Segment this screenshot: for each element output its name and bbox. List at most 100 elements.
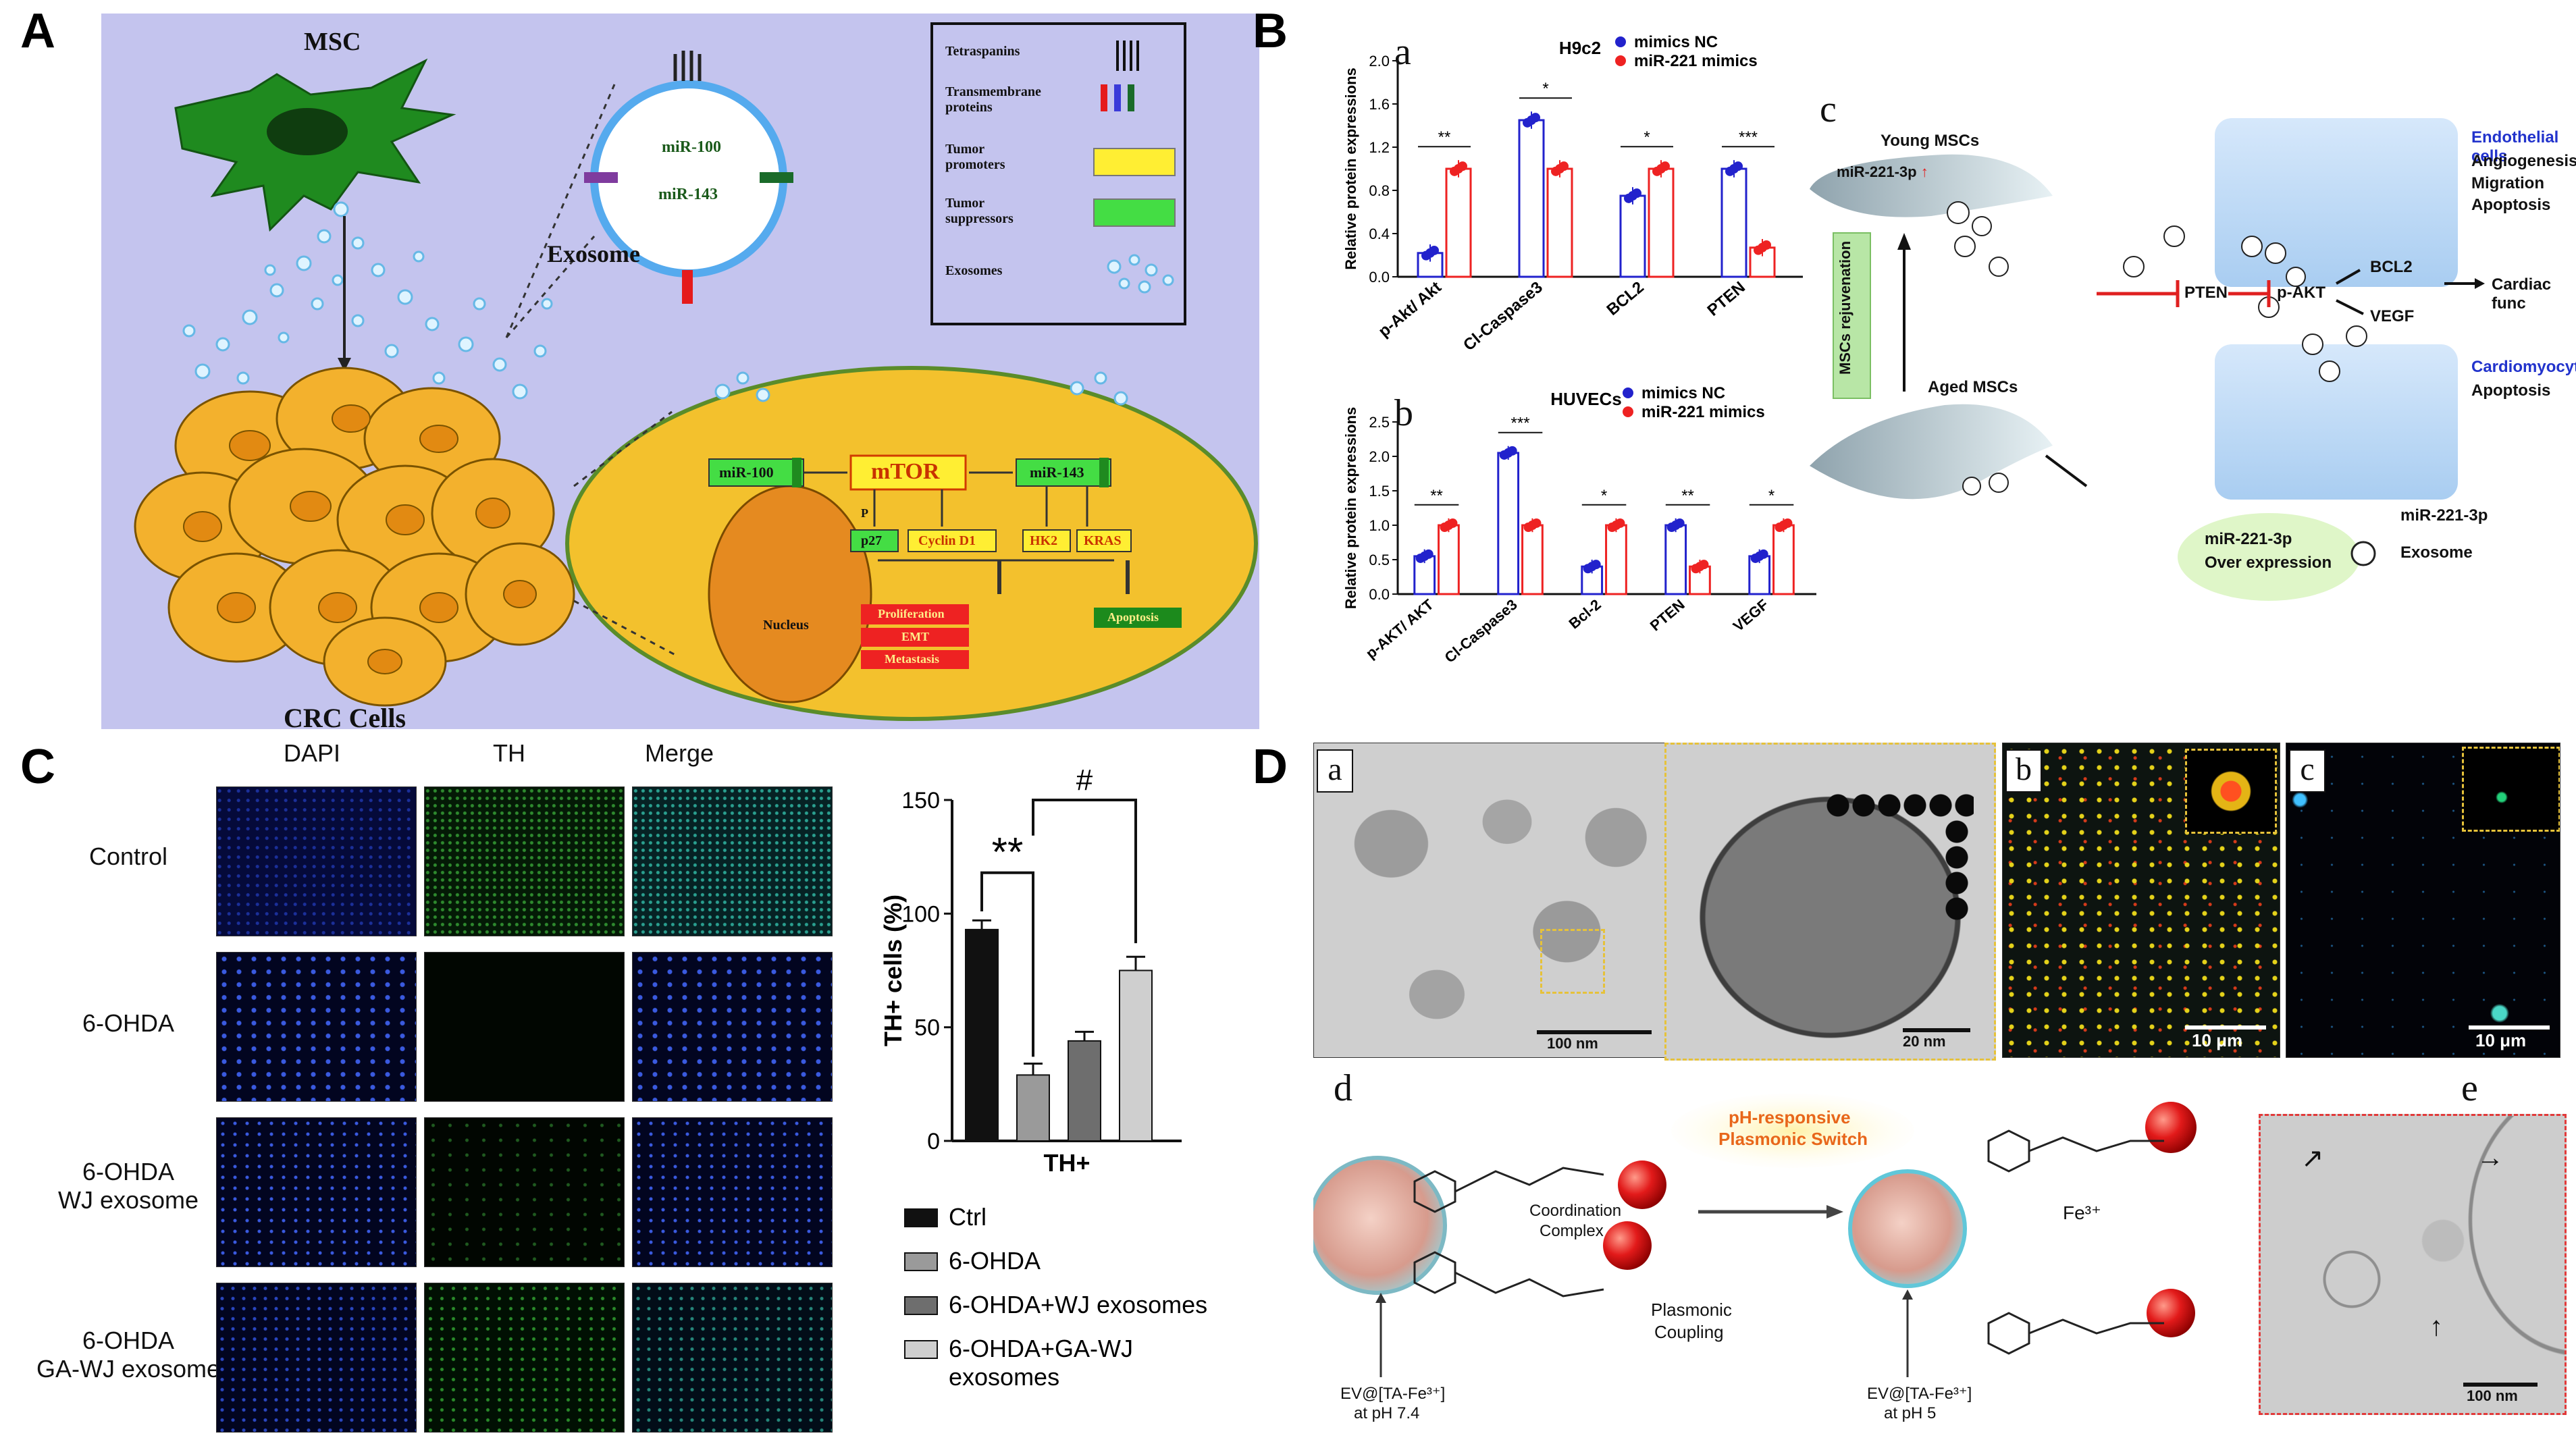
path-nucleus: Nucleus — [763, 618, 809, 633]
legend-label: 6-OHDA+WJ exosomes — [949, 1291, 1207, 1318]
bar — [965, 928, 999, 1142]
panel-a-svg — [134, 22, 1258, 721]
col-header-th: TH — [493, 739, 525, 767]
x-axis-label: TH+ — [1043, 1149, 1090, 1177]
y-tick-label: 50 — [914, 1015, 940, 1041]
overexpression-ellipse — [2178, 513, 2360, 601]
micro-control-dapi — [216, 786, 417, 936]
legend-swatch — [904, 1208, 938, 1227]
scalebar-e — [2463, 1383, 2538, 1387]
micro-ohda-merge — [632, 952, 833, 1102]
y-tick-label: 0.0 — [1369, 586, 1390, 603]
path-mir100: miR-100 — [719, 464, 774, 481]
legend-suppressors: Tumor suppressors — [945, 196, 1014, 226]
scalebar-a1-label: 100 nm — [1547, 1035, 1598, 1052]
sig-label: *** — [1511, 415, 1530, 433]
y-tick-label: 0 — [927, 1129, 940, 1154]
scalebar-c — [2469, 1025, 2550, 1030]
scalebar-b — [2185, 1025, 2266, 1030]
legend-swatch — [904, 1252, 938, 1271]
legend-label: 6-OHDA+GA-WJ — [949, 1335, 1133, 1362]
y-tick-label: 2.5 — [1369, 414, 1390, 431]
sub-label-d-c: c — [2289, 749, 2325, 793]
y-tick-label: 2.0 — [1369, 448, 1390, 465]
col-header-merge: Merge — [645, 739, 714, 767]
y-axis-label: Relative protein expressions — [1342, 407, 1359, 610]
chart-title: HUVECs — [1550, 389, 1621, 409]
micro-wj-th — [424, 1117, 625, 1267]
sig-label: ** — [1681, 487, 1694, 505]
legend-promoters: Tumor promoters — [945, 142, 1005, 172]
y-tick-label: 1.2 — [1369, 139, 1390, 156]
x-tick-label: PTEN — [1647, 596, 1688, 635]
exosome-cloud — [182, 201, 553, 400]
arrow-e-1: ↗ — [2301, 1144, 2324, 1173]
sig-bracket — [1032, 799, 1137, 944]
sig-label: ** — [992, 830, 1024, 875]
data-point — [1531, 113, 1540, 123]
x-tick-label: Cl-Caspase3 — [1442, 596, 1521, 666]
up-arrow-icon: ↑ — [1916, 163, 1928, 180]
data-point — [1615, 518, 1625, 528]
micro-wj-merge — [632, 1117, 833, 1267]
bar — [1518, 119, 1545, 278]
data-point — [1660, 161, 1670, 171]
arrow-e-2: → — [2477, 1143, 2504, 1173]
sub-label-d-d: d — [1334, 1067, 1352, 1109]
ev2-label-a: EV@[TA-Fe³⁺] — [1867, 1385, 1972, 1403]
bcl2-label: BCL2 — [2370, 258, 2413, 276]
x-tick-label: PTEN — [1704, 278, 1748, 320]
chart-title: H9c2 — [1559, 38, 1601, 58]
bar — [1016, 1074, 1050, 1142]
panel-label-d: D — [1253, 740, 1288, 794]
bar — [1068, 1040, 1101, 1142]
panel-b-c-svg — [1810, 118, 2485, 601]
y-tick-label: 0.8 — [1369, 182, 1390, 199]
exosome-label: Exosome — [547, 240, 640, 267]
young-mir-label: miR-221-3p ↑ — [1837, 163, 1928, 181]
plasmonic-label-1: Plasmonic — [1651, 1300, 1732, 1320]
legend-label: 6-OHDA — [949, 1247, 1041, 1275]
path-proliferation: Proliferation — [878, 607, 945, 620]
switch-label-2: Plasmonic Switch — [1718, 1129, 1868, 1149]
legend-marker — [1623, 406, 1633, 417]
bar — [1605, 524, 1627, 595]
cardiac-label: Cardiac func — [2492, 275, 2552, 313]
aged-msc-shape — [1810, 404, 2053, 500]
scalebar-b-label: 10 μm — [2192, 1030, 2243, 1050]
y-tick-label: 150 — [901, 788, 940, 813]
y-tick-label: 0.0 — [1369, 269, 1390, 286]
over2-label: Over expression — [2205, 554, 2332, 572]
sub-label-d-a-text: a — [1328, 751, 1342, 787]
row-label-1: 6-OHDA — [41, 1009, 216, 1038]
path-emt: EMT — [901, 630, 930, 643]
pakt-label: p-AKT — [2277, 284, 2325, 302]
legend-marker — [1615, 36, 1626, 47]
bar — [1521, 524, 1544, 595]
path-kras: KRAS — [1084, 533, 1122, 548]
legend-label: miR-221 mimics — [1641, 403, 1765, 421]
sub-label-d-a: a — [1317, 749, 1353, 793]
data-point — [1762, 240, 1771, 250]
bar — [1619, 194, 1646, 278]
coord-label-2: Complex — [1540, 1222, 1604, 1240]
darkfield-c-inset — [2462, 747, 2560, 832]
bar — [1664, 524, 1687, 595]
bar — [1546, 167, 1573, 278]
panel-d-d-svg — [1308, 1094, 2197, 1377]
apop2-label: Apoptosis — [2471, 381, 2551, 400]
sig-label: ** — [1430, 487, 1443, 505]
mir143-vesicle-label: miR-143 — [658, 186, 718, 203]
scalebar-a2-label: 20 nm — [1903, 1033, 1946, 1050]
gold-np-col — [1943, 819, 1970, 920]
endo-cell — [2215, 118, 2458, 287]
mir100-vesicle-label: miR-100 — [662, 138, 721, 156]
y-axis-label: TH+ cells (%) — [879, 894, 907, 1046]
data-point — [1675, 518, 1685, 528]
darkfield-b-inset — [2185, 749, 2277, 834]
path-apoptosis: Apoptosis — [1107, 610, 1159, 624]
path-hk2: HK2 — [1030, 533, 1058, 548]
sig-label: *** — [1739, 128, 1758, 146]
x-tick-label: Cl-Caspase3 — [1460, 278, 1546, 354]
legend-label: miR-221 mimics — [1634, 52, 1758, 70]
